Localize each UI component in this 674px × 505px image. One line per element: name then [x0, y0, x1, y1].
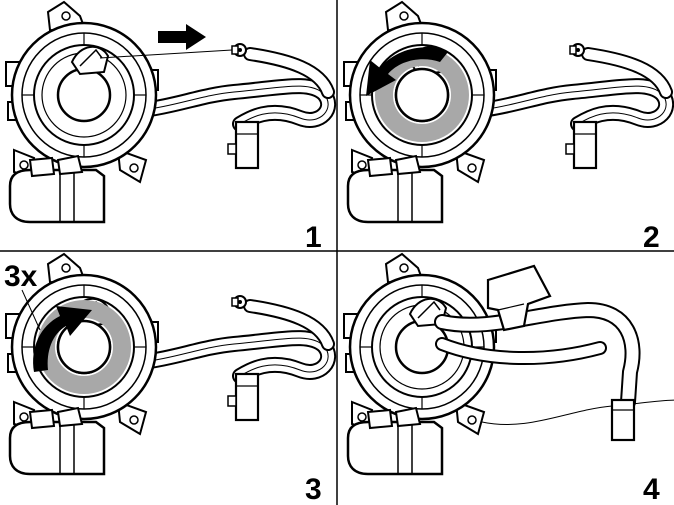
rotate-cw-arrow-icon — [33, 306, 92, 372]
step-number-1: 1 — [305, 221, 322, 254]
step-number-4: 4 — [643, 473, 660, 505]
panel-3: 3x 3 — [4, 252, 328, 505]
step-number-2: 2 — [643, 221, 660, 254]
locking-tab — [486, 264, 552, 332]
panel-2: 2 — [342, 0, 666, 254]
panel-4: 4 — [342, 252, 674, 505]
rotate-ccw-arrow-icon — [366, 47, 448, 96]
panel-1: 1 — [4, 0, 328, 254]
pull-arrow-icon — [158, 24, 206, 50]
step-number-3: 3 — [305, 473, 322, 505]
repeat-count-label: 3x — [4, 260, 38, 293]
